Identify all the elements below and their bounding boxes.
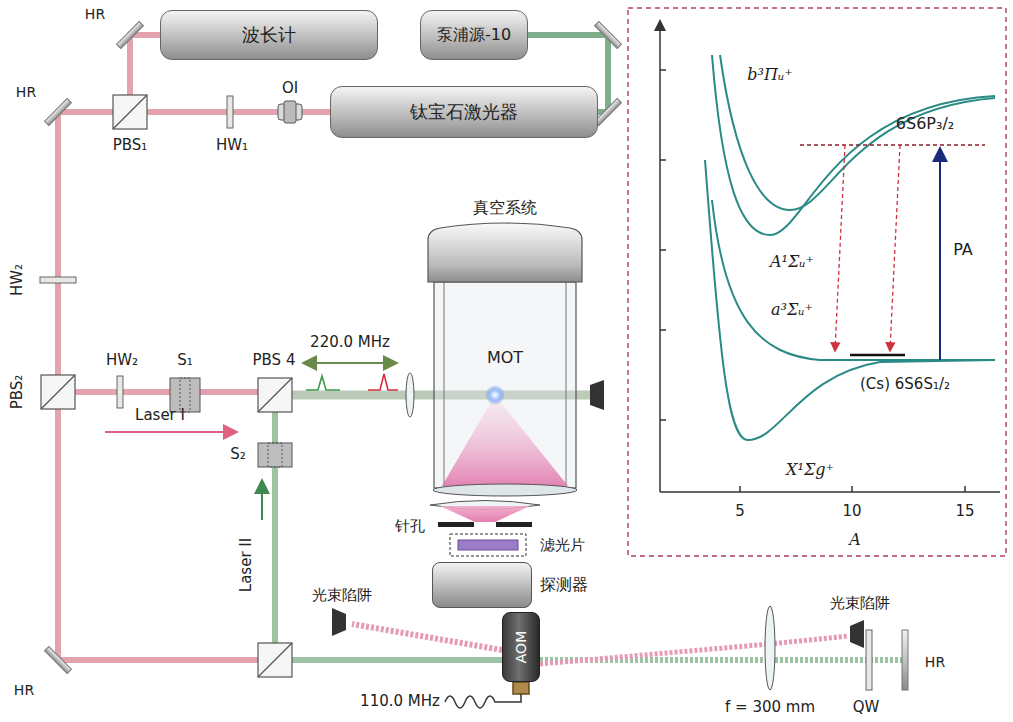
shutters	[170, 378, 292, 467]
part-label: 光束陷阱	[312, 587, 372, 604]
part-label: S₁	[177, 352, 193, 369]
part-label: 光束陷阱	[830, 595, 890, 612]
part-label: S₂	[230, 446, 246, 463]
wavemeter-box: 波长计	[160, 10, 378, 60]
aom-crystal: AOM	[502, 612, 540, 682]
pump-source-box: 泵浦源-10	[420, 10, 528, 60]
part-label: HR	[85, 6, 105, 22]
part-label: HW₂	[9, 264, 26, 296]
beam-dumps	[332, 380, 864, 648]
box-title: 钛宝石激光器	[410, 100, 518, 124]
part-label: a³Σᵤ⁺	[771, 301, 813, 319]
part-label: PA	[953, 241, 973, 259]
box-text: MOT	[420, 348, 590, 367]
part-label: 针孔	[395, 518, 425, 535]
detector: 探测器	[432, 562, 602, 608]
box-title: 真空系统	[420, 198, 590, 219]
part-label: HR	[925, 654, 945, 670]
part-label: 滤光片	[540, 537, 585, 554]
mirrors	[45, 22, 908, 690]
part-label: 220.0 MHz	[310, 334, 390, 351]
fluorescence-path	[438, 506, 532, 556]
part-label: 110.0 MHz	[360, 693, 440, 710]
detector-housing	[432, 562, 532, 608]
potential-inset	[628, 8, 1006, 556]
part-label: (Cs) 6S6S₁/₂	[860, 376, 950, 393]
laser-box: 钛宝石激光器	[330, 86, 598, 138]
part-label: A	[849, 531, 861, 549]
part-label: b³Πᵤ⁺	[747, 66, 792, 84]
part-label: 10	[842, 503, 861, 520]
box-title: 探测器	[540, 575, 588, 596]
part-label: Laser I	[135, 407, 185, 424]
part-label: HW₁	[216, 137, 248, 154]
box-title: 泵浦源-10	[437, 25, 511, 46]
part-label: PBS 4	[253, 352, 296, 369]
part-label: 5	[735, 503, 745, 520]
part-label: A¹Σᵤ⁺	[770, 253, 814, 271]
beam-direction-arrows	[105, 432, 262, 520]
part-label: X¹Σg⁺	[786, 461, 834, 479]
part-label: HR	[14, 682, 34, 698]
part-label: 15	[955, 503, 974, 520]
part-label: PBS₁	[113, 137, 148, 154]
optical-isolator	[278, 101, 302, 123]
part-label: QW	[853, 699, 880, 716]
box-title: AOM	[513, 631, 529, 663]
vacuum-chamber: 真空系统 MOT	[420, 198, 590, 500]
part-label: 6S6P₃/₂	[896, 115, 954, 133]
part-label: HR	[16, 84, 36, 100]
part-label: Laser II	[238, 538, 255, 592]
pulse-sketch	[305, 363, 398, 390]
beam-splitter-cubes	[41, 95, 292, 677]
part-label: OI	[282, 80, 298, 97]
part-label: f = 300 mm	[725, 699, 815, 716]
laser-beams	[58, 112, 905, 664]
waveplates	[40, 96, 872, 690]
rf-drive	[445, 682, 529, 708]
box-title: 波长计	[242, 23, 296, 47]
part-label: HW₂	[106, 352, 138, 369]
part-label: PBS₂	[9, 375, 26, 410]
